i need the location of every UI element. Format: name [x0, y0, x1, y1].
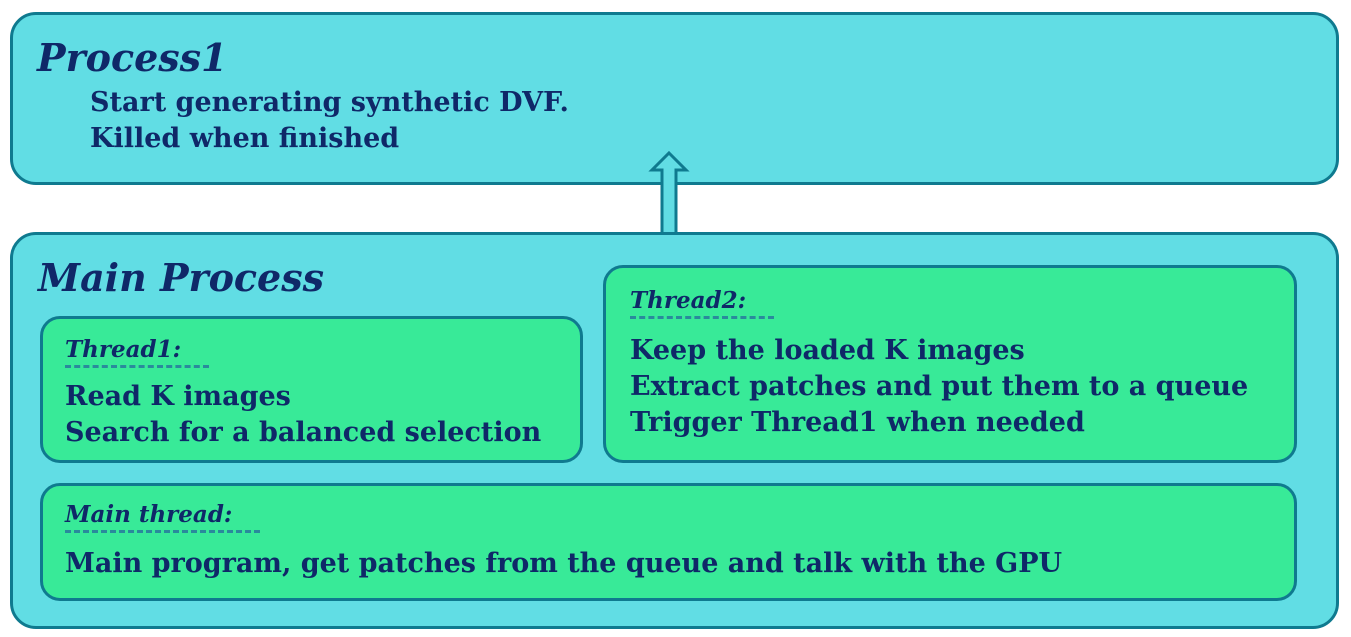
thread1-line-1: Read K images: [65, 381, 291, 412]
thread1-title: Thread1:: [65, 338, 210, 368]
thread2-line-3: Trigger Thread1 when needed: [630, 407, 1085, 438]
thread2-line-1: Keep the loaded K images: [630, 335, 1025, 366]
process1-box: Process1 Start generating synthetic DVF.…: [10, 12, 1339, 185]
main-process-title: Main Process: [38, 255, 325, 300]
main-thread-title: Main thread:: [65, 503, 261, 533]
process1-line-1: Start generating synthetic DVF.: [90, 87, 569, 118]
thread2-title: Thread2:: [630, 289, 775, 319]
thread2-line-2: Extract patches and put them to a queue: [630, 371, 1249, 402]
main-thread-line-1: Main program, get patches from the queue…: [65, 548, 1063, 579]
thread1-box: Thread1: Read K images Search for a bala…: [40, 316, 583, 463]
thread2-box: Thread2: Keep the loaded K images Extrac…: [603, 265, 1297, 463]
process1-line-2: Killed when finished: [90, 123, 400, 154]
thread1-line-2: Search for a balanced selection: [65, 417, 542, 448]
main-thread-box: Main thread: Main program, get patches f…: [40, 483, 1297, 601]
process1-title: Process1: [37, 35, 228, 80]
